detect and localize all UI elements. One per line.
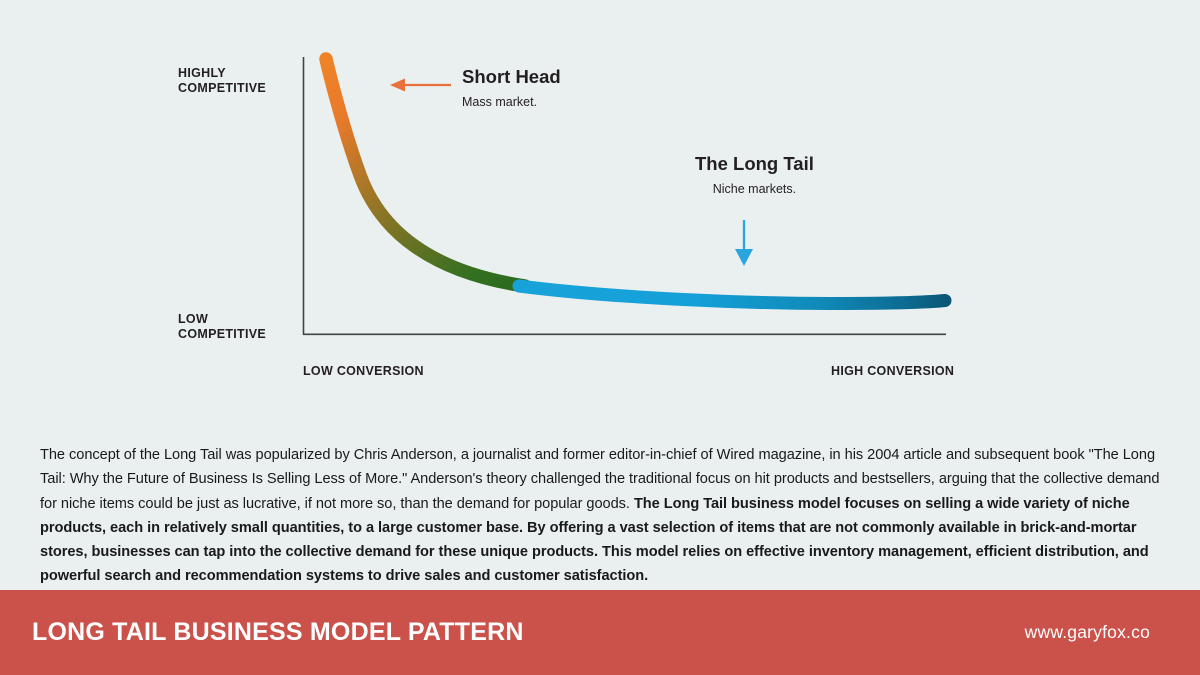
long-tail-arrow-icon bbox=[735, 220, 753, 266]
annotation-short-head-title: Short Head bbox=[462, 66, 561, 87]
description-paragraph: The concept of the Long Tail was popular… bbox=[40, 443, 1160, 589]
footer-banner: LONG TAIL BUSINESS MODEL PATTERN www.gar… bbox=[0, 590, 1200, 675]
description-text-part-2: The Long Tail business model focuses on … bbox=[40, 495, 1149, 585]
x-axis-label-right: HIGH CONVERSION bbox=[831, 364, 955, 378]
y-axis-label-bottom: LOW COMPETITIVE bbox=[178, 312, 267, 341]
description-block: The concept of the Long Tail was popular… bbox=[0, 432, 1200, 590]
annotation-short-head: Short Head Mass market. bbox=[462, 66, 561, 110]
y-axis-label-top: HIGHLY COMPETITIVE bbox=[178, 66, 267, 95]
description-text-part-1: The concept of the Long Tail was popular… bbox=[40, 447, 1160, 512]
long-tail-curve-chart bbox=[302, 52, 952, 336]
footer-title: LONG TAIL BUSINESS MODEL PATTERN bbox=[32, 618, 524, 646]
footer-url[interactable]: www.garyfox.co bbox=[1024, 622, 1150, 642]
annotation-long-tail-subtitle: Niche markets. bbox=[712, 182, 797, 196]
short-head-arrow-icon bbox=[390, 78, 451, 92]
annotation-long-tail-title: The Long Tail bbox=[695, 153, 814, 174]
curve-tail-segment bbox=[512, 279, 952, 311]
annotation-short-head-subtitle: Mass market. bbox=[462, 95, 538, 109]
chart-area: HIGHLY COMPETITIVE LOW COMPETITIVE LOW C… bbox=[178, 52, 955, 378]
curve-head-segment bbox=[319, 52, 532, 293]
annotation-long-tail: The Long Tail Niche markets. bbox=[695, 153, 814, 197]
x-axis-label-left: LOW CONVERSION bbox=[303, 364, 424, 378]
